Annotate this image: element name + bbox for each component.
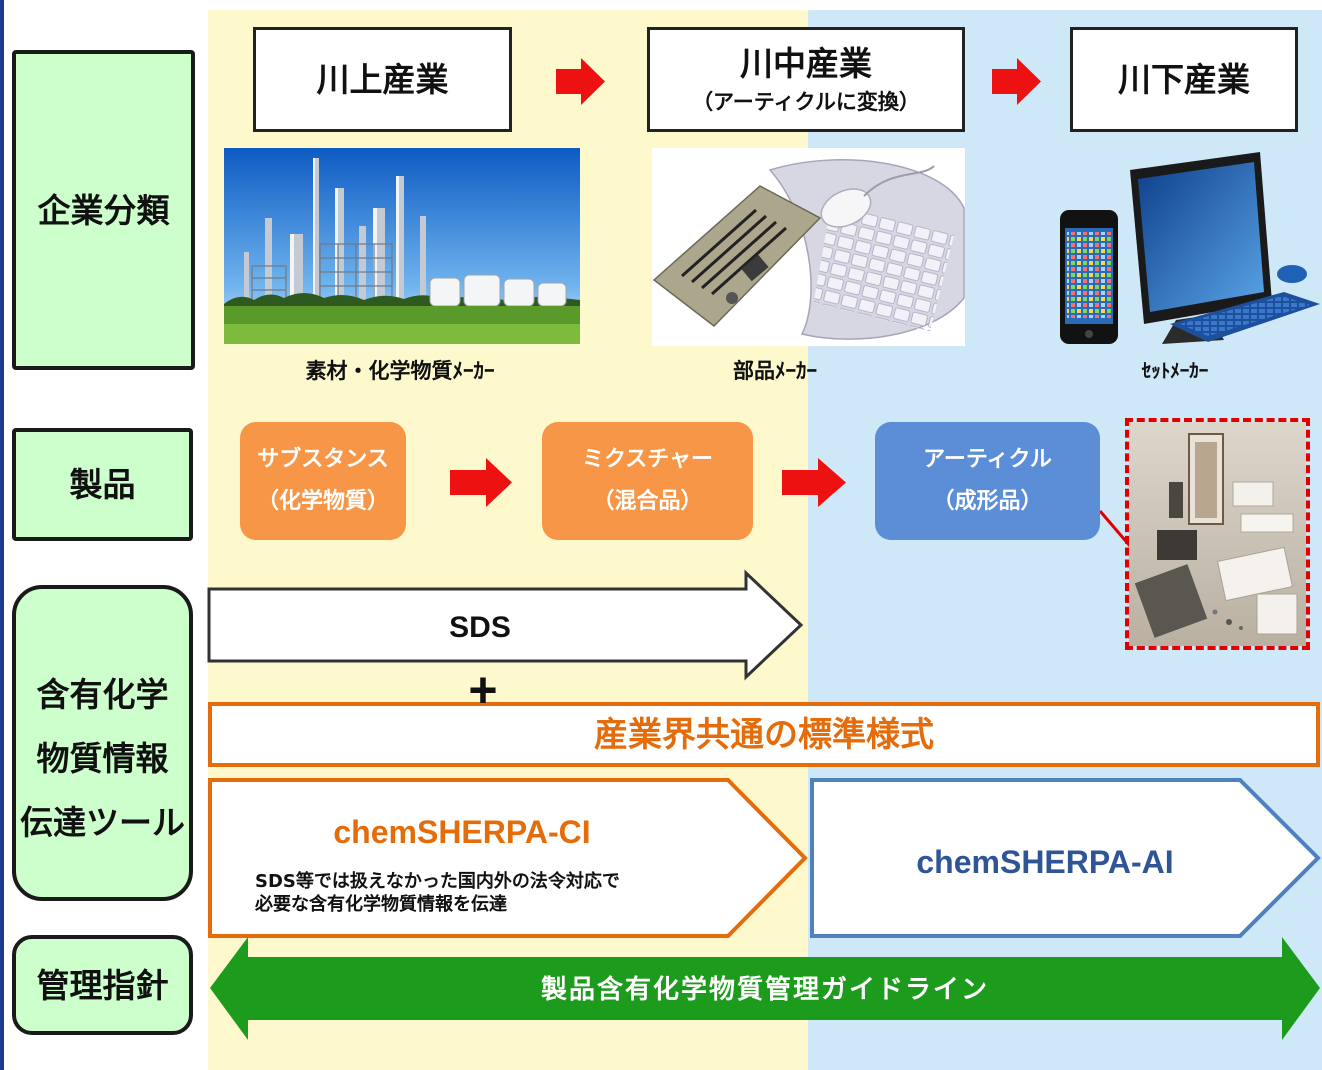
red-arrow-upstream-to-midstream: [556, 58, 605, 105]
chemsherpa-ci-arrow: [208, 778, 808, 938]
row-label-line: 含有化学: [36, 675, 169, 714]
product-sub: （化学物質）: [256, 489, 389, 514]
guideline-double-arrow: [210, 937, 1320, 1040]
red-arrow-mixture-to-article: [782, 458, 846, 507]
row-label-text: 製品: [69, 465, 136, 504]
product-sub: （成形品）: [932, 489, 1043, 514]
industry-label: 川下産業: [1118, 60, 1250, 99]
standard-format-label: 産業界共通の標準様式: [594, 715, 934, 755]
row-label-text: 企業分類: [37, 190, 170, 230]
product-mixture-box: ミクスチャー （混合品）: [542, 422, 753, 540]
disassembled-article-photo: [1129, 422, 1306, 646]
chemsherpa-ai-arrow: [810, 778, 1321, 938]
standard-format-box: [208, 702, 1320, 767]
devices-image: [1060, 152, 1320, 344]
row-label-guideline: 管理指針: [12, 935, 193, 1035]
computer-parts-image: [652, 148, 965, 346]
red-arrow-midstream-to-downstream: [992, 58, 1041, 105]
chemsherpa-ai-title: chemSHERPA-AI: [916, 844, 1174, 880]
row-label-product: 製品: [12, 428, 193, 541]
row-label-text: 管理指針: [36, 965, 169, 1005]
product-sub: （混合品）: [592, 489, 703, 514]
product-substance-box: サブスタンス （化学物質）: [240, 422, 406, 540]
sds-label: SDS: [449, 611, 511, 644]
plus-sign: +: [468, 662, 498, 718]
left-edge-line: [0, 0, 4, 1070]
industry-label: 川中産業: [740, 43, 872, 83]
chemsherpa-ci-description: SDS等では扱えなかった国内外の法令対応で 必要な含有化学物質情報を伝達: [255, 870, 725, 916]
chemical-plant-image: [224, 148, 580, 344]
product-article-box: アーティクル （成形品）: [875, 422, 1100, 540]
maker-caption-set: ｾｯﾄﾒｰｶｰ: [1141, 360, 1209, 382]
row-label-info-tool: 含有化学 物質情報 伝達ツール: [12, 585, 193, 901]
maker-caption-materials: 素材・化学物質ﾒｰｶｰ: [305, 359, 495, 383]
product-name: サブスタンス: [257, 447, 389, 472]
maker-caption-parts: 部品ﾒｰｶｰ: [733, 359, 817, 383]
product-name: アーティクル: [923, 447, 1052, 472]
row-label-line: 伝達ツール: [20, 803, 185, 842]
row-label-company-class: 企業分類: [12, 50, 195, 370]
article-photo-dashed-frame: [1125, 418, 1310, 650]
industry-midstream-box: 川中産業 （アーティクルに変換）: [647, 27, 965, 132]
industry-upstream-box: 川上産業: [253, 27, 512, 132]
industry-downstream-box: 川下産業: [1070, 27, 1298, 132]
guideline-label: 製品含有化学物質管理ガイドライン: [540, 975, 989, 1005]
ci-description-line: 必要な含有化学物質情報を伝達: [255, 894, 507, 915]
industry-label: 川上産業: [316, 60, 449, 99]
red-arrow-substance-to-mixture: [450, 458, 512, 507]
chemsherpa-ci-title: chemSHERPA-CI: [333, 814, 591, 850]
sds-arrow: [207, 569, 804, 681]
industry-sublabel: （アーティクルに変換）: [692, 89, 920, 114]
product-name: ミクスチャー: [581, 447, 714, 472]
row-label-line: 物質情報: [36, 739, 169, 778]
ci-description-line: SDS等では扱えなかった国内外の法令対応で: [255, 871, 620, 892]
